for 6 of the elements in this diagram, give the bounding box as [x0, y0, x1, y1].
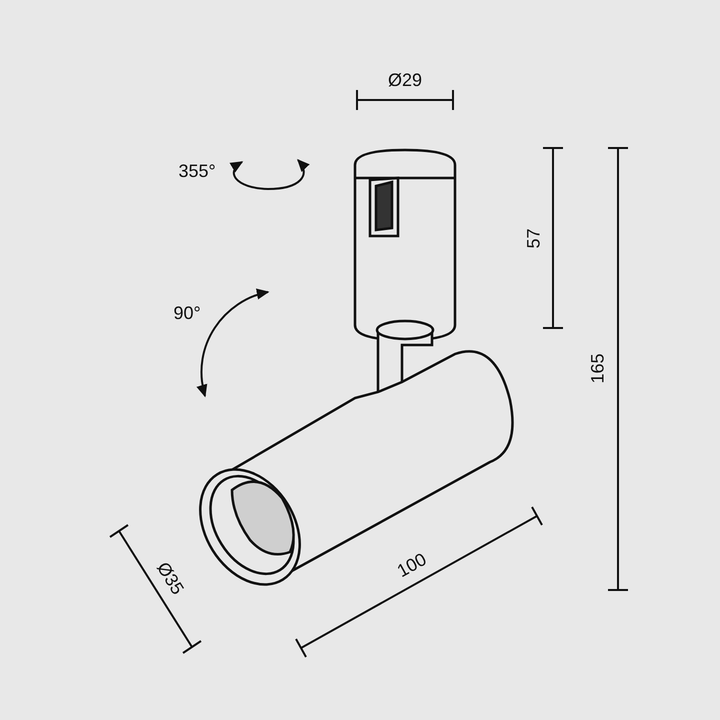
dimension-label: 165 [588, 352, 609, 384]
dimension-label: 100 [394, 548, 430, 582]
angle-label: 90° [174, 302, 201, 324]
dimension-label: Ø29 [388, 70, 422, 90]
dimension-label: 57 [524, 228, 545, 248]
angle-label: 355° [178, 160, 216, 182]
